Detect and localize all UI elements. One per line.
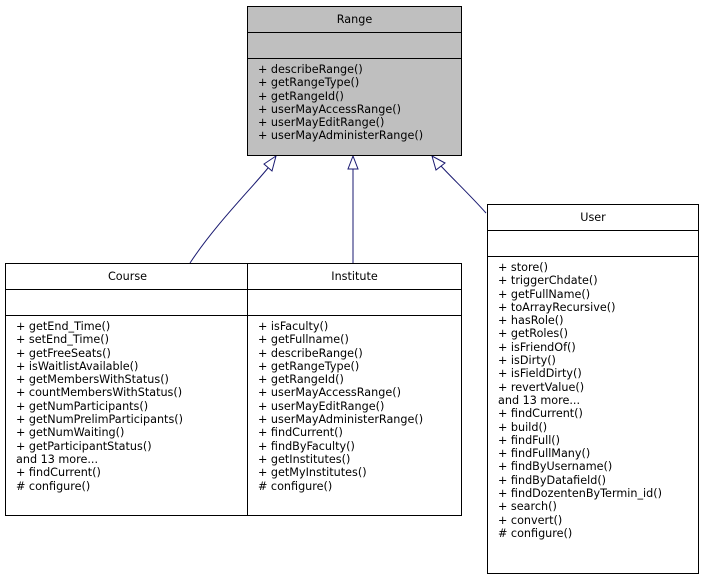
method-item: + findCurrent() [258,426,343,440]
method-item: + convert() [498,513,563,527]
method-item: + findFullMany() [498,447,591,461]
edge-course-range [189,167,269,264]
class-name: Course [6,264,249,290]
methods-section: + isFaculty()+ getFullname()+ describeRa… [248,316,461,493]
class-user[interactable]: User + store()+ triggerChdate()+ getFull… [487,204,699,574]
method-item: + isDirty() [498,354,556,368]
method-item: + getMyInstitutes() [258,466,367,480]
method-item: and 13 more... [498,393,581,407]
class-name: Institute [248,264,461,290]
method-item: + getEnd_Time() [16,320,111,333]
edge-user-range [440,165,487,214]
method-item: + findDozentenByTermin_id() [498,487,662,501]
method-item: + toArrayRecursive() [498,300,616,314]
method-item: + findFull() [498,433,561,447]
method-item: + userMayEditRange() [258,399,385,413]
method-item: + isFaculty() [258,320,329,333]
method-item: + getRangeType() [258,359,360,373]
method-item: + getRangeId() [258,89,344,103]
method-item: and 13 more... [16,452,99,466]
methods-section: + getEnd_Time()+ setEnd_Time()+ getFreeS… [6,316,249,493]
method-item: + userMayAdministerRange() [258,129,424,143]
method-item: + findByDatafield() [498,473,607,487]
method-item: + triggerChdate() [498,274,598,288]
method-item: # configure() [16,479,91,493]
attributes-section [488,231,698,257]
arrowhead-institute [347,154,359,170]
method-item: + userMayEditRange() [258,116,385,130]
method-item: + describeRange() [258,63,363,76]
method-item: + getNumWaiting() [16,426,125,440]
arrowhead-course [263,154,277,172]
method-item: # configure() [498,526,573,540]
attributes-section [248,290,461,316]
method-item: + describeRange() [258,346,363,360]
method-item: + getParticipantStatus() [16,439,152,453]
method-item: # configure() [258,479,333,493]
attributes-section [6,290,249,316]
method-item: + isFriendOf() [498,340,576,354]
method-item: + search() [498,500,557,514]
method-item: + getFreeSeats() [16,346,111,360]
method-item: + findCurrent() [498,407,583,421]
method-item: + getInstitutes() [258,452,351,466]
method-item: + getRangeId() [258,373,344,387]
method-item: + hasRole() [498,314,564,328]
method-item: + findCurrent() [16,466,101,480]
method-item: + setEnd_Time() [16,333,109,347]
method-item: + findByUsername() [498,460,613,474]
class-course[interactable]: Course + getEnd_Time()+ setEnd_Time()+ g… [5,263,250,516]
method-item: + getNumPrelimParticipants() [16,413,184,427]
method-item: + getMembersWithStatus() [16,373,169,387]
class-range[interactable]: Range + describeRange()+ getRangeType()+… [247,6,462,156]
method-item: + countMembersWithStatus() [16,386,183,400]
method-item: + isWaitlistAvailable() [16,359,139,373]
arrowhead-user [431,154,446,171]
method-item: + build() [498,420,548,434]
method-item: + userMayAccessRange() [258,102,401,116]
method-item: + userMayAdministerRange() [258,413,424,427]
method-item: + findByFaculty() [258,439,355,453]
method-item: + getRoles() [498,327,568,341]
method-item: + getNumParticipants() [16,399,149,413]
methods-section: + describeRange()+ getRangeType()+ getRa… [248,59,461,143]
class-name: User [488,205,698,231]
class-name: Range [248,7,461,33]
method-item: + store() [498,261,548,274]
class-institute[interactable]: Institute + isFaculty()+ getFullname()+ … [247,263,462,516]
method-item: + isFieldDirty() [498,367,582,381]
method-item: + getFullname() [258,333,349,347]
attributes-section [248,33,461,59]
method-item: + revertValue() [498,380,585,394]
method-item: + userMayAccessRange() [258,386,401,400]
method-item: + getRangeType() [258,76,360,90]
methods-section: + store()+ triggerChdate()+ getFullName(… [488,257,698,540]
method-item: + getFullName() [498,287,591,301]
